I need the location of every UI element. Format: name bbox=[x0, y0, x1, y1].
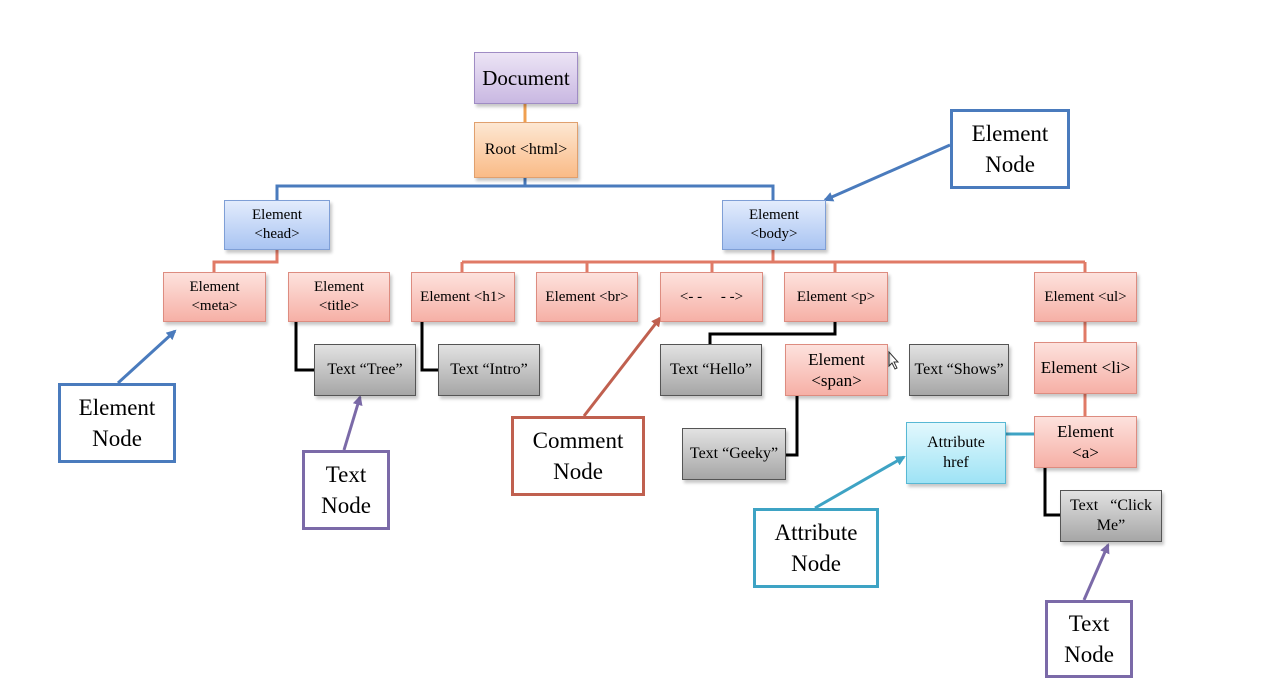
connector-title-text bbox=[294, 322, 314, 372]
label-element-node-top: Element Node bbox=[950, 109, 1070, 189]
connector-p-children bbox=[708, 322, 837, 344]
connector-span-text bbox=[786, 396, 799, 457]
connector-head-children bbox=[212, 250, 279, 272]
arrow-attribute-node bbox=[814, 455, 906, 510]
label-comment-node: Comment Node bbox=[511, 416, 645, 496]
node-text-geeky: Text “Geeky” bbox=[682, 428, 786, 480]
node-element-head: Element <head> bbox=[224, 200, 330, 250]
node-element-ul: Element <ul> bbox=[1034, 272, 1137, 322]
node-element-h1: Element <h1> bbox=[411, 272, 515, 322]
arrow-text-node-left bbox=[342, 395, 363, 451]
node-document: Document bbox=[474, 52, 578, 104]
label-attribute-node: Attribute Node bbox=[753, 508, 879, 588]
node-element-span: Element <span> bbox=[785, 344, 888, 396]
connector-h1-text bbox=[420, 322, 438, 372]
connector-a-text bbox=[1043, 468, 1060, 517]
connector-root-body bbox=[525, 184, 775, 200]
node-root-html: Root <html> bbox=[474, 122, 578, 178]
label-text-node-left: Text Node bbox=[302, 450, 390, 530]
arrow-comment-node bbox=[582, 316, 662, 417]
node-element-br: Element <br> bbox=[536, 272, 638, 322]
node-text-tree: Text “Tree” bbox=[314, 344, 416, 396]
node-element-body: Element <body> bbox=[722, 200, 826, 250]
node-element-meta: Element <meta> bbox=[163, 272, 266, 322]
node-element-a: Element <a> bbox=[1034, 416, 1137, 468]
node-element-li: Element <li> bbox=[1034, 342, 1137, 394]
node-text-intro: Text “Intro” bbox=[438, 344, 540, 396]
label-element-node-left: Element Node bbox=[58, 383, 176, 463]
arrow-element-node-top bbox=[823, 143, 951, 202]
connector-root-head-body bbox=[275, 178, 527, 200]
node-attribute-href: Attribute href bbox=[906, 422, 1006, 484]
node-text-hello: Text “Hello” bbox=[660, 344, 762, 396]
node-element-title: Element <title> bbox=[288, 272, 390, 322]
node-text-click-me: Text “Click Me” bbox=[1060, 490, 1162, 542]
node-element-p: Element <p> bbox=[784, 272, 888, 322]
arrow-element-node-left bbox=[116, 329, 177, 385]
node-text-shows: Text “Shows” bbox=[909, 344, 1009, 396]
node-comment: <- - - -> bbox=[660, 272, 763, 322]
arrow-text-node-bottom bbox=[1082, 543, 1110, 601]
label-text-node-bottom: Text Node bbox=[1045, 600, 1133, 678]
cursor-icon bbox=[888, 350, 900, 370]
